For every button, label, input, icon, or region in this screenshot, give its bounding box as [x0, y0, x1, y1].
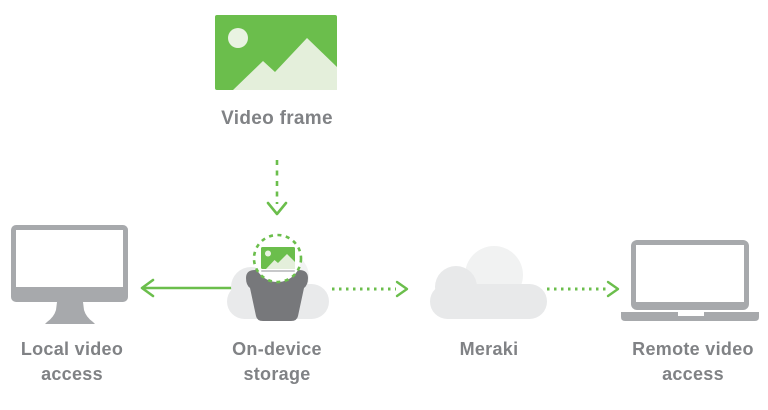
dashed-arrow-down-icon — [266, 160, 288, 216]
video-frame-label: Video frame — [221, 108, 333, 129]
laptop-icon — [621, 240, 759, 321]
dotted-arrow-right-icon — [332, 280, 409, 298]
dotted-arrow-right-icon — [547, 280, 620, 298]
solid-arrow-left-icon — [140, 278, 236, 298]
local-video-access-label: Local video access — [0, 337, 144, 387]
image-landscape-icon — [215, 15, 337, 90]
remote-video-access-label: Remote video access — [611, 337, 768, 387]
label-line: On-device — [232, 339, 322, 359]
meraki-cloud-icon — [430, 246, 547, 319]
label-line: Local video — [20, 339, 124, 359]
meraki-label: Meraki — [459, 339, 519, 359]
security-camera-icon — [246, 270, 308, 321]
on-device-storage-label: On-device storage — [197, 337, 357, 387]
mini-image-landscape-icon — [261, 247, 295, 269]
label-line: access — [41, 364, 103, 384]
label-line: storage — [243, 364, 311, 384]
label-line: Remote video — [632, 339, 754, 359]
desktop-monitor-icon — [11, 225, 128, 324]
mini-image-base-line — [261, 270, 295, 272]
label-line: access — [662, 364, 724, 384]
